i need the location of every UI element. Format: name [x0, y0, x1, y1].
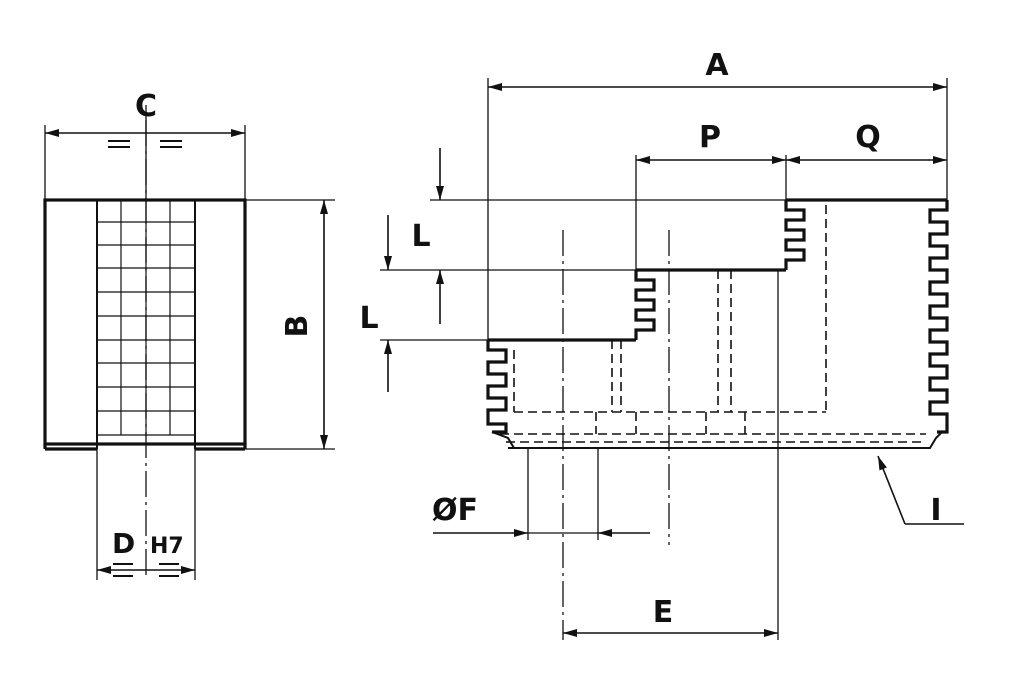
serration-low-step [486, 340, 508, 434]
dimension-e-label: E [653, 595, 674, 630]
dimension-b-label: B [280, 315, 315, 338]
dimension-l-lower-label: L [359, 301, 378, 336]
dimension-d-label: D [112, 527, 135, 560]
dimension-q-label: Q [855, 120, 881, 155]
serration-outer-face [928, 200, 949, 434]
dimension-a-label: A [705, 48, 729, 83]
dimension-f-label: ØF [432, 493, 478, 528]
end-view: C B D H7 [43, 89, 335, 580]
serration-high-step [784, 200, 806, 270]
leader-i-label: I [930, 493, 941, 528]
dimension-c-label: C [135, 89, 157, 124]
side-view: A P Q L L ØF E I [359, 48, 964, 640]
leader-i-line [877, 455, 906, 525]
tolerance-h7-label: H7 [150, 534, 184, 559]
dimension-p-label: P [699, 120, 721, 155]
dimension-l-upper-label: L [411, 219, 430, 254]
serration-mid-step [634, 270, 656, 340]
end-view-outline [43, 198, 247, 446]
